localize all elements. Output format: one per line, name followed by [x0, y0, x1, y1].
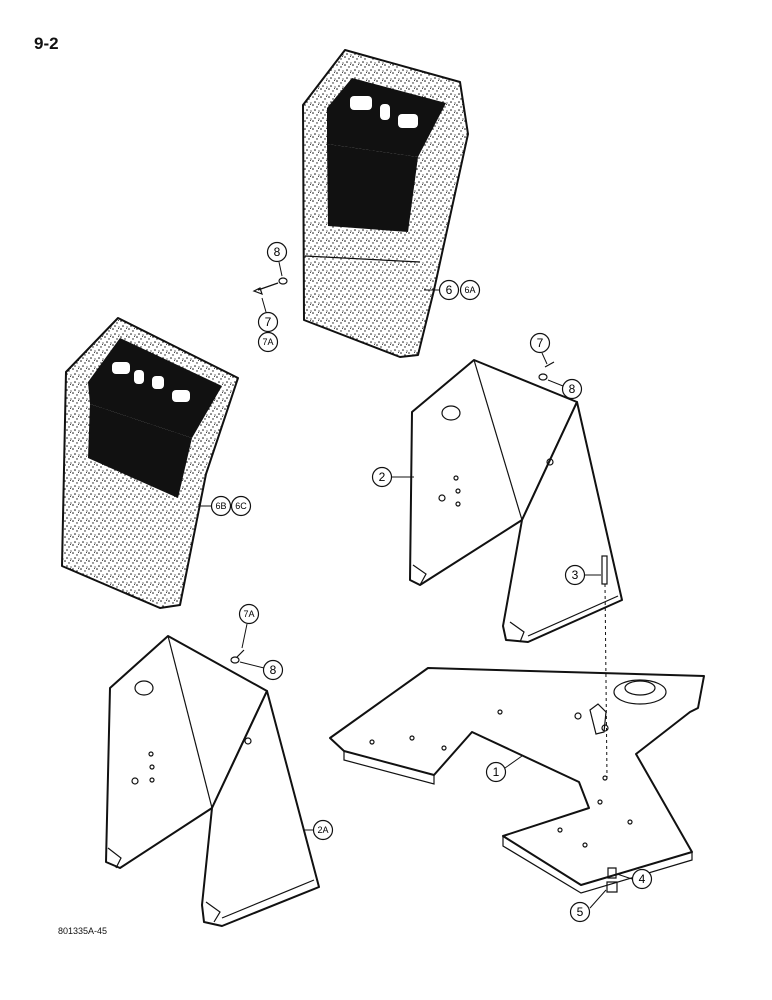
page-number: 9-2: [34, 34, 59, 53]
callout-4: 4: [616, 868, 653, 890]
callout-2: 2: [371, 466, 414, 488]
callout-8-top: 8: [266, 241, 288, 277]
callout-7-top: 7: [257, 297, 279, 333]
callout-label: 2: [379, 470, 386, 484]
callout-label: 1: [493, 765, 500, 779]
callout-1: 1: [485, 755, 523, 783]
hardware: [230, 277, 618, 893]
seat-bracket: [409, 359, 623, 643]
callout-label: 6: [446, 283, 453, 297]
callout-label: 7: [537, 336, 544, 350]
callout-3: 3: [564, 564, 601, 586]
callout-label: 7A: [262, 337, 273, 347]
callout-7a-lower: 7A: [238, 603, 260, 649]
callout-label: 3: [572, 568, 579, 582]
callout-6-6a: 6 6A: [424, 279, 481, 301]
callout-5: 5: [569, 889, 607, 923]
seat-cushion-lower: [61, 317, 239, 609]
callout-6b-6c: 6B 6C: [198, 495, 252, 517]
callout-label: 7A: [243, 609, 254, 619]
callout-label: 5: [577, 905, 584, 919]
callout-8-lower: 8: [239, 659, 284, 681]
callout-label: 6A: [464, 285, 475, 295]
callout-label: 6C: [235, 501, 247, 511]
callout-8-right: 8: [547, 378, 583, 400]
figure-code: 801335A-45: [58, 926, 108, 936]
callout-7a-top: 7A: [257, 331, 279, 353]
callout-label: 8: [274, 245, 281, 259]
callout-label: 6B: [215, 501, 226, 511]
seat-cushion-upper: [302, 49, 469, 358]
callout-7-right: 7: [529, 332, 551, 365]
callout-label: 7: [265, 315, 272, 329]
callout-label: 2A: [317, 825, 328, 835]
callout-label: 8: [270, 663, 277, 677]
seat-bracket-2a: [105, 635, 320, 927]
callout-label: 8: [569, 382, 576, 396]
callout-2a: 2A: [304, 819, 334, 841]
callout-label: 4: [639, 872, 646, 886]
base-plate: [329, 667, 705, 894]
